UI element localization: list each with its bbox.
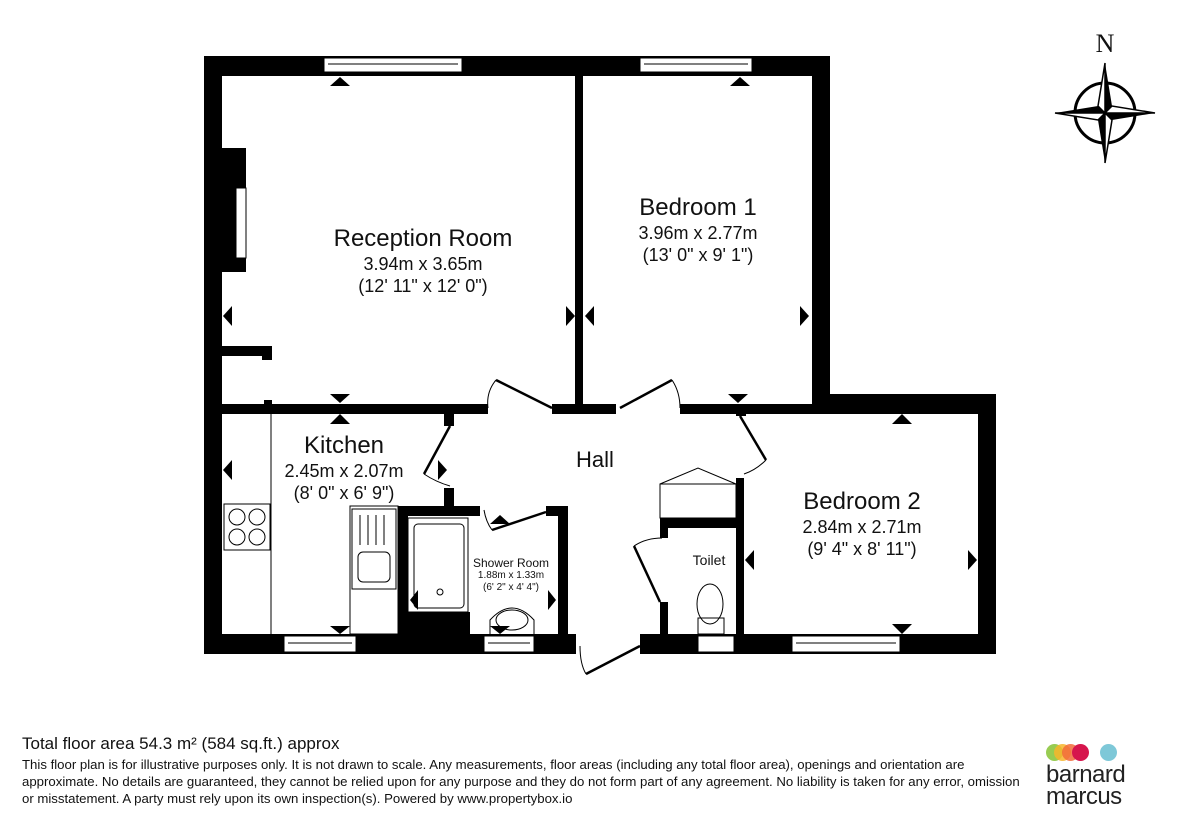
room-metric: 3.96m x 2.77m (638, 223, 758, 243)
room-imperial: (6' 2" x 4' 4") (483, 582, 539, 593)
disclaimer-text: This floor plan is for illustrative purp… (22, 757, 1020, 806)
bedroom-2-label: Bedroom 2 2.84m x 2.71m (9' 4" x 8' 11") (772, 488, 952, 560)
room-imperial: (12' 11" x 12' 0") (358, 276, 488, 296)
toilet-label: Toilet (682, 546, 736, 574)
compass: N (1050, 30, 1160, 165)
room-imperial: (13' 0" x 9' 1") (642, 245, 754, 265)
room-name: Reception Room (333, 225, 513, 252)
footer: Total floor area 54.3 m² (584 sq.ft.) ap… (22, 734, 1022, 807)
windows (235, 57, 901, 653)
room-metric: 1.88m x 1.33m (477, 570, 545, 581)
room-metric: 2.45m x 2.07m (284, 461, 404, 481)
room-name: Bedroom 1 (639, 194, 757, 221)
room-name: Hall (576, 447, 614, 472)
logo-dots (1046, 744, 1166, 764)
logo-word-marcus: marcus (1046, 783, 1122, 810)
room-imperial: (9' 4" x 8' 11") (807, 539, 917, 559)
walls (204, 56, 996, 654)
logo-dot (1100, 744, 1117, 761)
total-floor-area: Total floor area 54.3 m² (584 sq.ft.) ap… (22, 734, 340, 753)
bedroom-1-label: Bedroom 1 3.96m x 2.77m (13' 0" x 9' 1") (598, 194, 798, 266)
shower-room-label: Shower Room 1.88m x 1.33m (6' 2" x 4' 4"… (466, 556, 556, 594)
room-name: Kitchen (303, 432, 385, 459)
room-metric: 2.84m x 2.71m (802, 517, 922, 537)
floor-plan (204, 56, 996, 676)
compass-rose-icon (1054, 62, 1156, 164)
dimension-arrows (223, 77, 977, 634)
logo-word-barnard: barnard (1046, 761, 1126, 788)
barnard-marcus-logo: barnard marcus (1046, 744, 1166, 810)
compass-north-label: N (1095, 29, 1115, 58)
fixtures (223, 414, 737, 635)
room-metric: 3.94m x 3.65m (363, 254, 483, 274)
hall-label: Hall (560, 446, 630, 474)
room-name: Bedroom 2 (803, 488, 921, 515)
room-imperial: (8' 0" x 6' 9") (293, 483, 395, 503)
logo-dot (1072, 744, 1089, 761)
room-name: Shower Room (472, 556, 550, 570)
doors (422, 378, 768, 676)
reception-room-label: Reception Room 3.94m x 3.65m (12' 11" x … (300, 225, 546, 297)
room-name: Toilet (692, 552, 726, 568)
kitchen-label: Kitchen 2.45m x 2.07m (8' 0" x 6' 9") (264, 432, 424, 504)
